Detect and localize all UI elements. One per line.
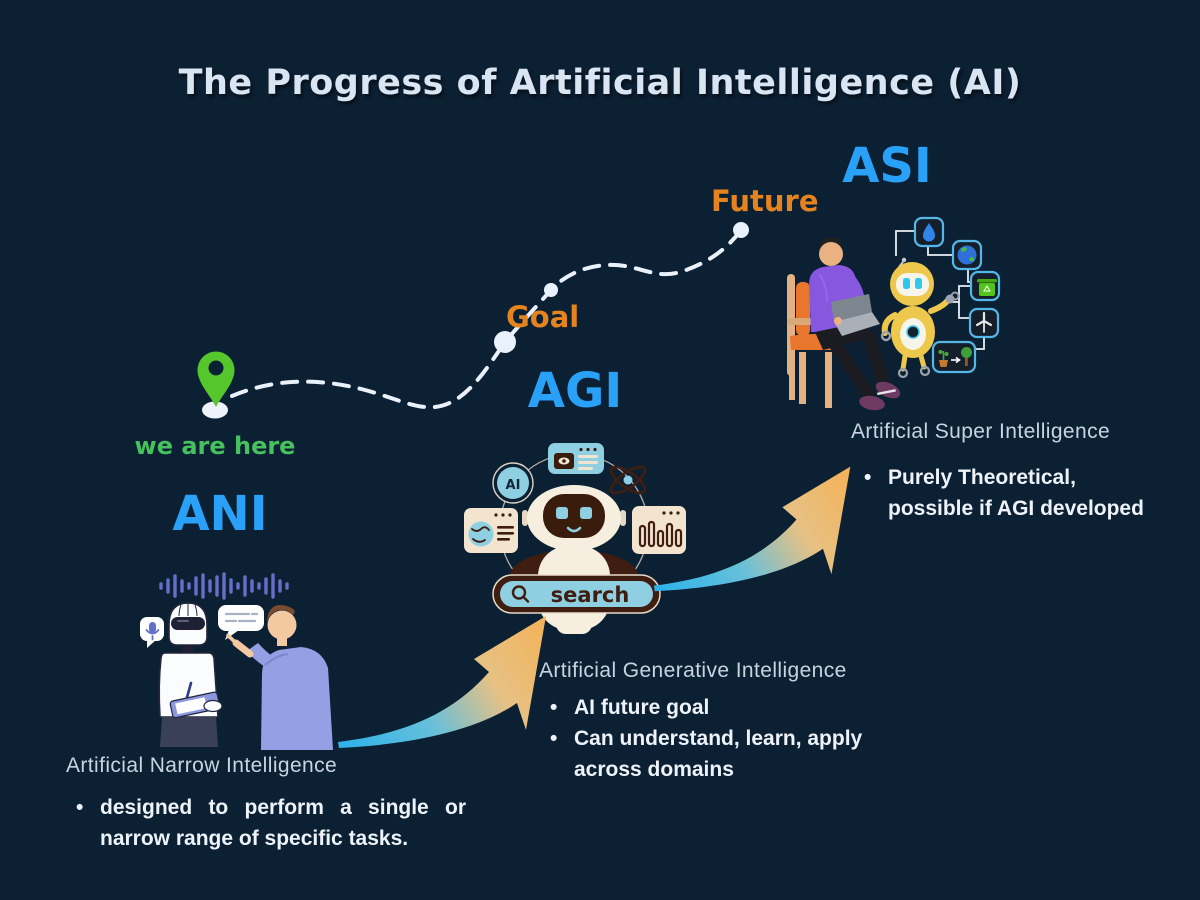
bullet-item: Can understand, learn, apply across doma…: [544, 723, 896, 785]
growth-arrow-ani-to-agi: [338, 616, 546, 748]
person-on-chair-with-laptop: [787, 237, 901, 411]
plant-growth-icon: [931, 340, 977, 374]
browser-eye-icon: [548, 443, 604, 474]
globe-browser-icon: [464, 508, 518, 553]
search-label: search: [551, 583, 630, 607]
voice-waveform-icon: [159, 572, 289, 600]
ai-badge-icon: AI: [492, 462, 534, 504]
growth-arrow-agi-to-asi: [653, 466, 851, 592]
waypoint-dot-mid: [544, 283, 558, 297]
chat-bubble-icon: [218, 605, 264, 640]
stage-abbr-asi: ASI: [842, 138, 932, 194]
stage-name-asi: Artificial Super Intelligence: [851, 420, 1111, 443]
person-talking: [226, 604, 333, 750]
stage-name-agi: Artificial Generative Intelligence: [539, 659, 847, 682]
stage-abbr-agi: AGI: [527, 363, 623, 419]
waypoint-dot-future: [733, 222, 749, 238]
earth-globe-icon: [951, 239, 983, 271]
asi-illustration: [787, 216, 1001, 411]
agi-illustration: AI: [464, 443, 686, 634]
asi-bullets: Purely Theoretical, possible if AGI deve…: [858, 462, 1158, 524]
location-pin-icon: [197, 351, 235, 419]
ani-bullets: designed to perform a single or narrow r…: [70, 792, 466, 854]
search-bar: search: [492, 574, 661, 614]
journey-route: [197, 222, 749, 419]
wind-turbine-icon: [968, 307, 1000, 339]
page-title: The Progress of Artificial Intelligence …: [178, 63, 1022, 104]
bullet-item: AI future goal: [544, 692, 896, 723]
ani-illustration: [140, 572, 333, 750]
goal-label: Goal: [506, 300, 580, 334]
recycle-bin-icon: [969, 270, 1001, 302]
stage-name-ani: Artificial Narrow Intelligence: [66, 754, 338, 777]
we-are-here-label: we are here: [134, 432, 296, 460]
bullet-item: Purely Theoretical, possible if AGI deve…: [858, 462, 1158, 524]
atom-icon: [609, 465, 647, 495]
future-label: Future: [711, 184, 819, 218]
search-icon: [511, 585, 530, 603]
svg-text:AI: AI: [506, 478, 521, 493]
bar-chart-window-icon: [632, 506, 686, 554]
bullet-item: designed to perform a single or narrow r…: [70, 792, 466, 854]
stage-abbr-ani: ANI: [172, 486, 268, 542]
assistant-robot: [880, 257, 960, 379]
agi-bullets: AI future goal Can understand, learn, ap…: [544, 692, 896, 785]
waypoint-dot-goal: [494, 331, 516, 353]
water-drop-icon: [913, 216, 945, 248]
dashed-route-path: [230, 228, 743, 410]
robot-writing-clipboard: [158, 602, 223, 747]
microphone-icon: [140, 617, 164, 648]
